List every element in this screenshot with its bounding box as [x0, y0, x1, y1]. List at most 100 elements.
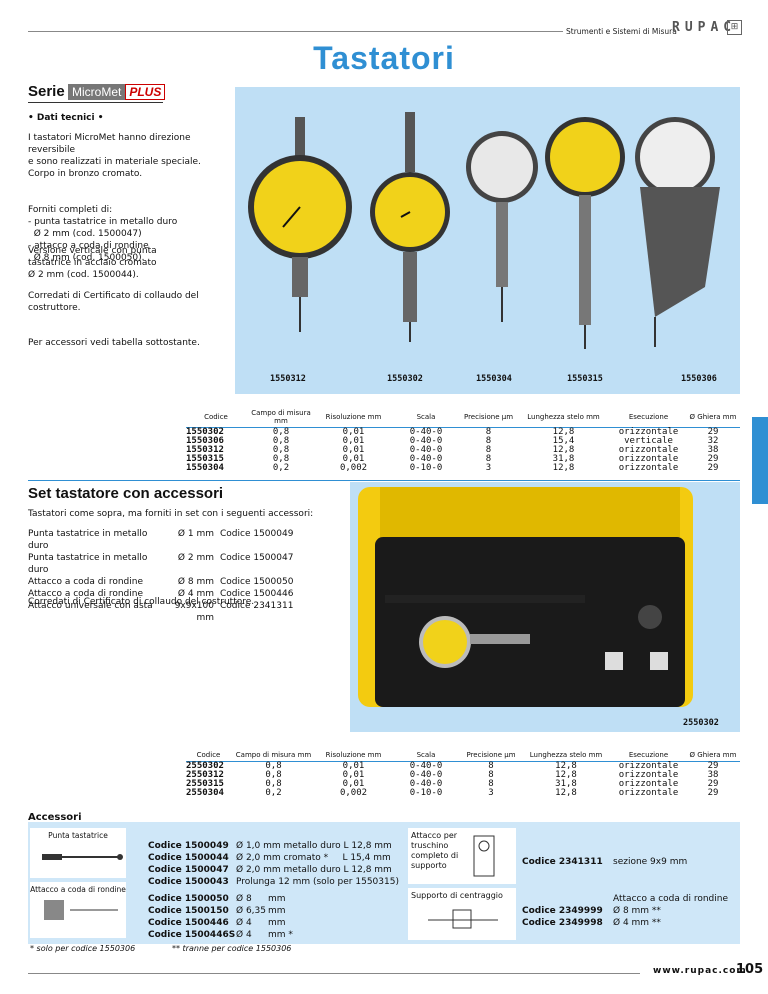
value-cell: 0,002	[339, 788, 368, 798]
value-cell: 0,8	[272, 445, 290, 455]
text-line: Codice 1500049	[148, 841, 229, 851]
text-line: mm	[268, 918, 286, 928]
value-cell: 0,01	[342, 770, 365, 780]
footer-rule	[28, 973, 640, 974]
code-cell: 1550312	[186, 445, 224, 455]
value-cell: 8	[485, 454, 492, 464]
col-header: Campo di misura mm	[231, 750, 316, 762]
value-cell: 0,01	[342, 779, 365, 789]
col-header: Lunghezza stelo mm	[521, 750, 611, 762]
set-item-field: 9x9x100 mm	[174, 601, 214, 623]
value-cell: 0,2	[272, 463, 290, 473]
code-cell: 1550304	[186, 463, 224, 473]
text-line: Ø 1,0 mm metallo duro L 12,8 mm	[236, 841, 392, 851]
value-cell: 12,8	[555, 788, 577, 798]
rupac-logo: RUPAC	[672, 20, 737, 35]
set-item-field: Attacco universale con asta	[28, 601, 153, 611]
value-cell: 0-40-0	[409, 454, 443, 464]
col-header: Campo di misura mm	[246, 408, 316, 428]
value-cell: 0,8	[272, 436, 290, 446]
set-photo-label: 2550302	[683, 718, 719, 728]
dovetail-clamp-icon	[44, 900, 118, 920]
text-line: Codice 1500043	[148, 877, 229, 887]
value-cell: 0-40-0	[409, 427, 443, 437]
footer-url[interactable]: www.rupac.com	[653, 966, 747, 976]
value-cell: 0,8	[272, 454, 290, 464]
value-cell: 8	[485, 445, 492, 455]
value-cell: 31,8	[552, 454, 575, 464]
page-title: Tastatori	[313, 40, 455, 76]
value-cell: 29	[707, 454, 719, 464]
text-line: mm	[268, 894, 286, 904]
col-header: Scala	[391, 408, 461, 428]
code-cell: 2550304	[186, 788, 224, 798]
value-cell: 0,002	[339, 463, 368, 473]
col-header: Risoluzione mm	[316, 750, 391, 762]
value-cell: 38	[707, 770, 719, 780]
set-item-field: Punta tastatrice in metallo duro	[28, 553, 148, 575]
centering-support-icon	[428, 909, 498, 929]
value-cell: 0,8	[265, 761, 282, 771]
punta-desc: Ø 1,0 mm metallo duro L 12,8 mm Ø 2,0 mm …	[236, 840, 399, 888]
text-line: Ø 4	[236, 930, 252, 940]
set-case-photo	[350, 482, 740, 732]
value-cell: 3	[485, 463, 492, 473]
col-header: Codice	[186, 750, 231, 762]
value-cell: 8	[485, 436, 492, 446]
footnote-2: ** tranne per codice 1550306	[172, 944, 292, 953]
text-line: Ø 2,0 mm metallo duro L 12,8 mm	[236, 865, 392, 875]
code-cell: 1550306	[186, 436, 224, 446]
value-cell: 0,01	[342, 445, 365, 455]
value-cell: 0,01	[342, 436, 365, 446]
coda-label: Attacco a coda di rondine	[30, 885, 126, 894]
text-line: Codice 1500050	[148, 894, 229, 904]
probe-tip-icon	[42, 854, 123, 860]
text-line: Codice 1500446	[148, 918, 229, 928]
value-cell: 0,01	[342, 761, 365, 771]
value-cell: 15,4	[552, 436, 575, 446]
set-spec-table-header: Codice Campo di misura mm Risoluzione mm…	[186, 750, 740, 762]
photo-label: 1550312	[270, 374, 306, 384]
value-cell: orizzontale	[618, 427, 679, 437]
value-cell: 3	[488, 788, 494, 798]
photo-label: 1550302	[387, 374, 423, 384]
value-cell: 29	[707, 779, 719, 789]
col-header: Codice	[186, 408, 246, 428]
set-note: Corredati di Certificato di collaudo del…	[28, 597, 255, 607]
value-cell: 12,8	[552, 427, 575, 437]
value-cell: 0-40-0	[409, 436, 443, 446]
rupac-logo-mark-icon: ⊞	[727, 20, 742, 35]
col-header: Precisione µm	[461, 408, 516, 428]
footer	[0, 958, 768, 994]
set-item-field: Ø 4 mm	[177, 589, 214, 599]
value-cell: 38	[707, 445, 719, 455]
product-photo	[235, 87, 740, 394]
value-cell: 0,8	[265, 779, 282, 789]
brand-name: MicroMet	[68, 84, 126, 100]
value-cell: 12,8	[552, 463, 575, 473]
serie-rule	[28, 102, 163, 103]
code-cell: 2550312	[186, 770, 224, 780]
value-cell: 0-40-0	[409, 445, 443, 455]
intro-p1: I tastatori MicroMet hanno direzione rev…	[28, 133, 201, 179]
value-cell: 29	[707, 427, 719, 437]
photo-label: 1550306	[681, 374, 717, 384]
value-cell: 0,01	[342, 454, 365, 464]
code-cell: 2550302	[186, 761, 224, 771]
col-header: Lunghezza stelo mm	[516, 408, 611, 428]
col-header: Ø Ghiera mm	[686, 750, 740, 762]
truschino-label: Attacco per truschino completo di suppor…	[411, 831, 459, 870]
dial-indicators-illustration	[248, 112, 720, 349]
truschino-code: Codice 2341311	[522, 857, 603, 867]
